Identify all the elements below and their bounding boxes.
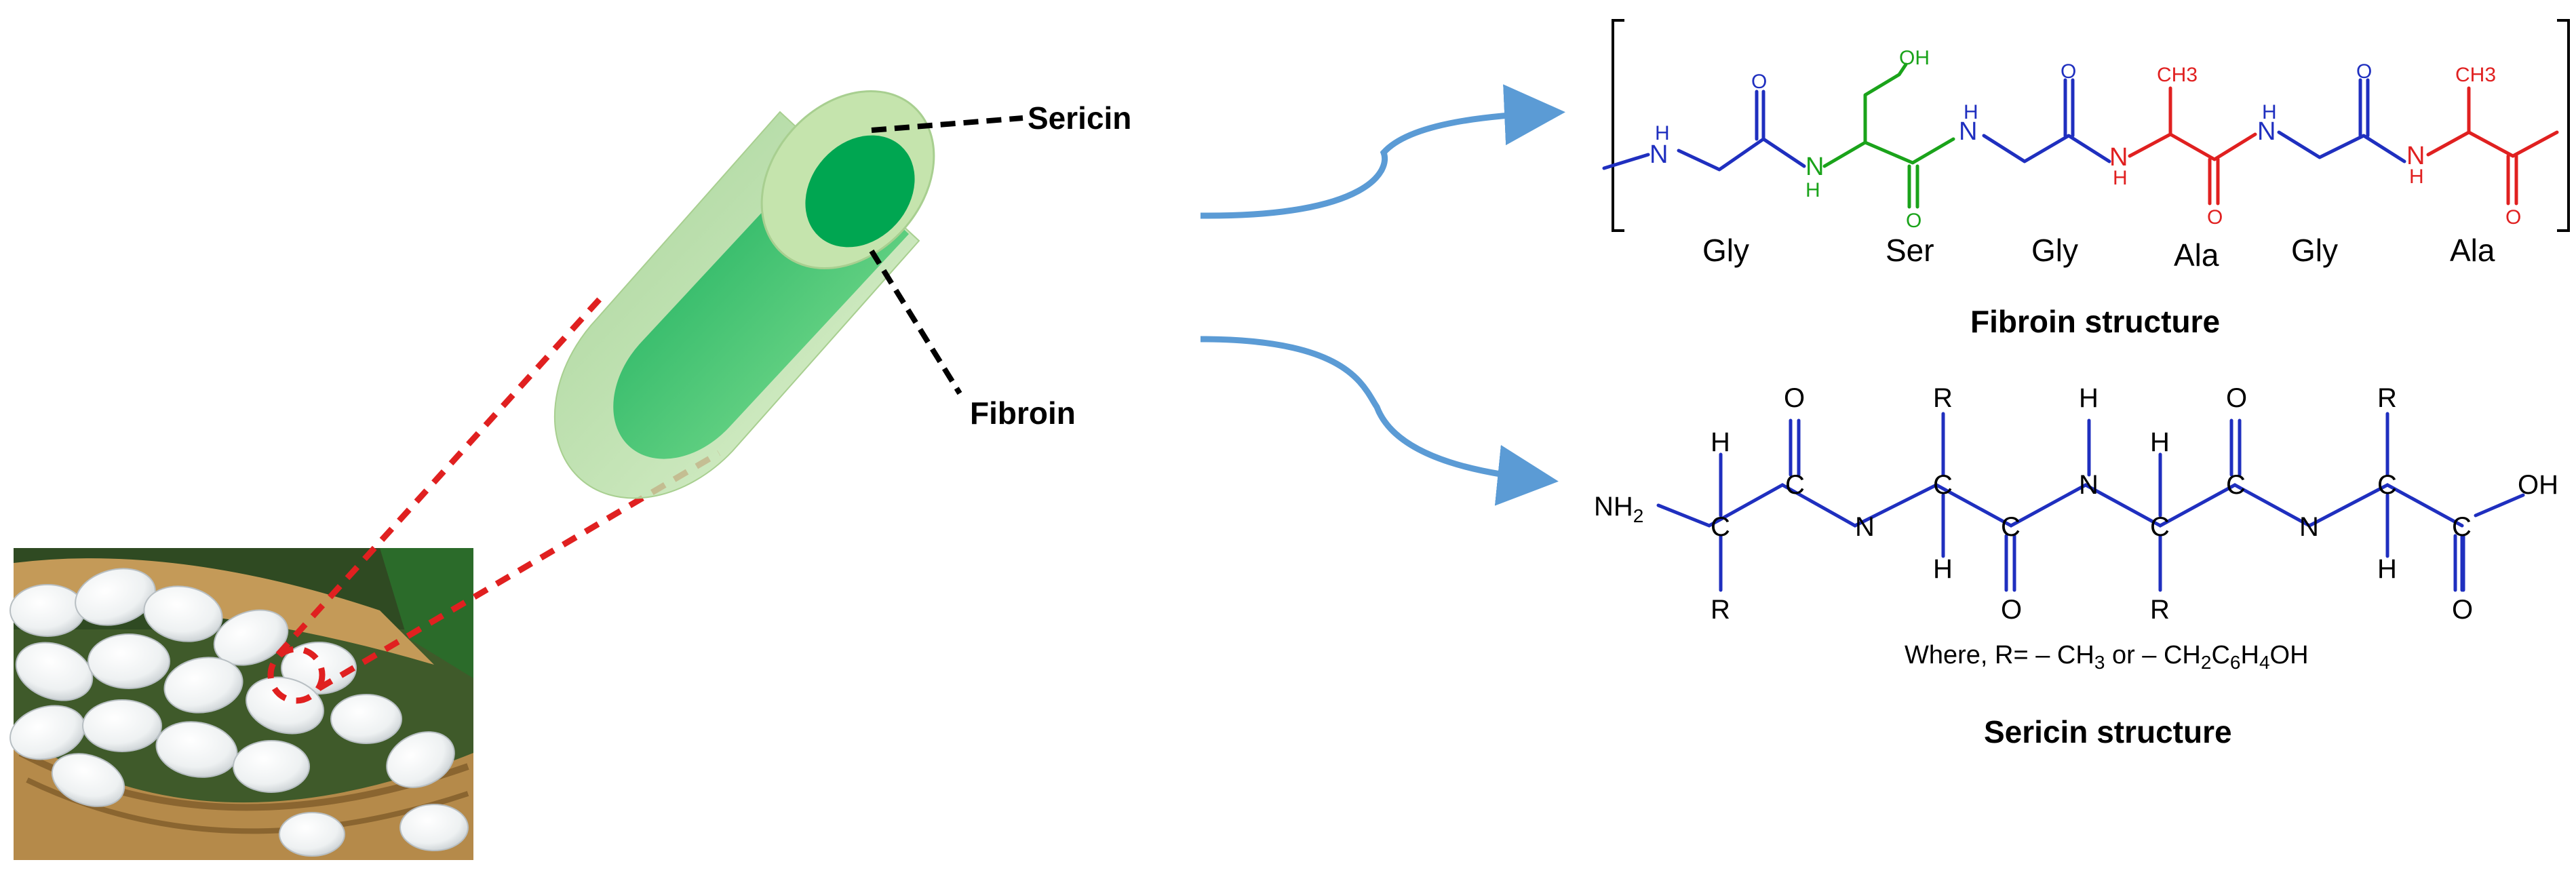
fibroin-brackets xyxy=(1612,19,2570,232)
fibroin-atom-h: H xyxy=(2262,101,2277,123)
sericin-atom-c: C xyxy=(1933,470,1953,500)
fibroin-atom-h: H xyxy=(2113,167,2128,189)
fibroin-atom-o: O xyxy=(1751,71,1767,93)
sericin-atom-c: C xyxy=(2377,470,2397,500)
cocoon-photo xyxy=(9,548,473,860)
residue-label: Ala xyxy=(2450,233,2495,268)
sericin-atom-r: R xyxy=(2377,383,2397,413)
sericin-atom-h: H xyxy=(1933,554,1953,584)
sericin-atom-oh: OH xyxy=(2518,470,2558,500)
fibroin-structure: N H O N H OH O N H O N H CH3 O N H O N H… xyxy=(1602,19,2570,339)
sericin-atom-c: C xyxy=(1785,470,1805,500)
sericin-atom-r: R xyxy=(2150,595,2170,625)
arrow-to-fibroin xyxy=(1200,84,1565,219)
fibroin-atom-n: N xyxy=(1806,153,1824,181)
fibroin-atom-o: O xyxy=(2061,60,2076,83)
sericin-atom-o: O xyxy=(2452,595,2473,625)
fibroin-atom-ch3: CH3 xyxy=(2157,64,2198,86)
sericin-atom-c: C xyxy=(2001,512,2021,542)
fibroin-atom-h: H xyxy=(1806,179,1820,201)
fibroin-caption: Fibroin structure xyxy=(1970,304,2220,339)
sericin-atom-c: C xyxy=(1711,512,1730,542)
sericin-atom-c: C xyxy=(2226,470,2246,500)
fibroin-atom-n: N xyxy=(2406,142,2425,170)
residue-label: Ala xyxy=(2174,237,2219,273)
sericin-atom-h: H xyxy=(2079,383,2099,413)
sericin-atom-n: N xyxy=(1855,512,1875,542)
sericin-atom-c: C xyxy=(2452,512,2472,542)
sericin-label: Sericin xyxy=(1028,100,1131,136)
sericin-where-text: Where, R= – CH3 or – CH2C6H4OH xyxy=(1905,641,2309,673)
fibroin-atom-o: O xyxy=(2505,206,2521,229)
sericin-atom-r: R xyxy=(1711,595,1730,625)
sericin-atom-h: H xyxy=(1711,427,1730,457)
fiber-leaders xyxy=(869,115,1023,395)
fibroin-atom-o: O xyxy=(1906,210,1921,232)
fibroin-atom-ch3: CH3 xyxy=(2455,64,2496,86)
fibroin-atom-o: O xyxy=(2356,60,2372,83)
sericin-nh2: NH2 xyxy=(1594,492,1643,526)
fibroin-atom-h: H xyxy=(1655,122,1670,144)
fibroin-atom-n: N xyxy=(2257,117,2276,146)
fiber-cylinder xyxy=(553,90,935,499)
sericin-atom-c: C xyxy=(2150,512,2170,542)
sericin-atom-n: N xyxy=(2079,470,2099,500)
arrows xyxy=(1200,84,1565,506)
sericin-atom-n: N xyxy=(2299,512,2319,542)
residue-label: Ser xyxy=(1886,233,1934,268)
sericin-atom-o: O xyxy=(2226,383,2247,413)
residue-label: Gly xyxy=(2031,233,2078,268)
sericin-atom-h: H xyxy=(2150,427,2170,457)
sericin-atom-o: O xyxy=(1784,383,1805,413)
sericin-atom-r: R xyxy=(1933,383,1953,413)
sericin-caption: Sericin structure xyxy=(1984,714,2232,749)
fibroin-atom-o: O xyxy=(2207,206,2223,229)
fibroin-label: Fibroin xyxy=(970,395,1076,431)
fibroin-atom-n: N xyxy=(1650,140,1668,169)
arrow-to-sericin xyxy=(1200,336,1559,506)
sericin-atom-o: O xyxy=(2001,595,2022,625)
residue-label: Gly xyxy=(1702,233,1749,268)
fibroin-atom-h: H xyxy=(2409,165,2424,188)
sericin-atom-h: H xyxy=(2377,554,2397,584)
residue-label: Gly xyxy=(2291,233,2338,268)
fibroin-atom-n: N xyxy=(2109,143,2128,172)
fibroin-atom-n: N xyxy=(1959,117,1977,146)
sericin-structure: NH2 C C C C C C C C N N N H R O R H O H … xyxy=(1594,383,2558,749)
fibroin-atom-oh: OH xyxy=(1899,47,1930,69)
fibroin-atom-h: H xyxy=(1964,101,1978,123)
